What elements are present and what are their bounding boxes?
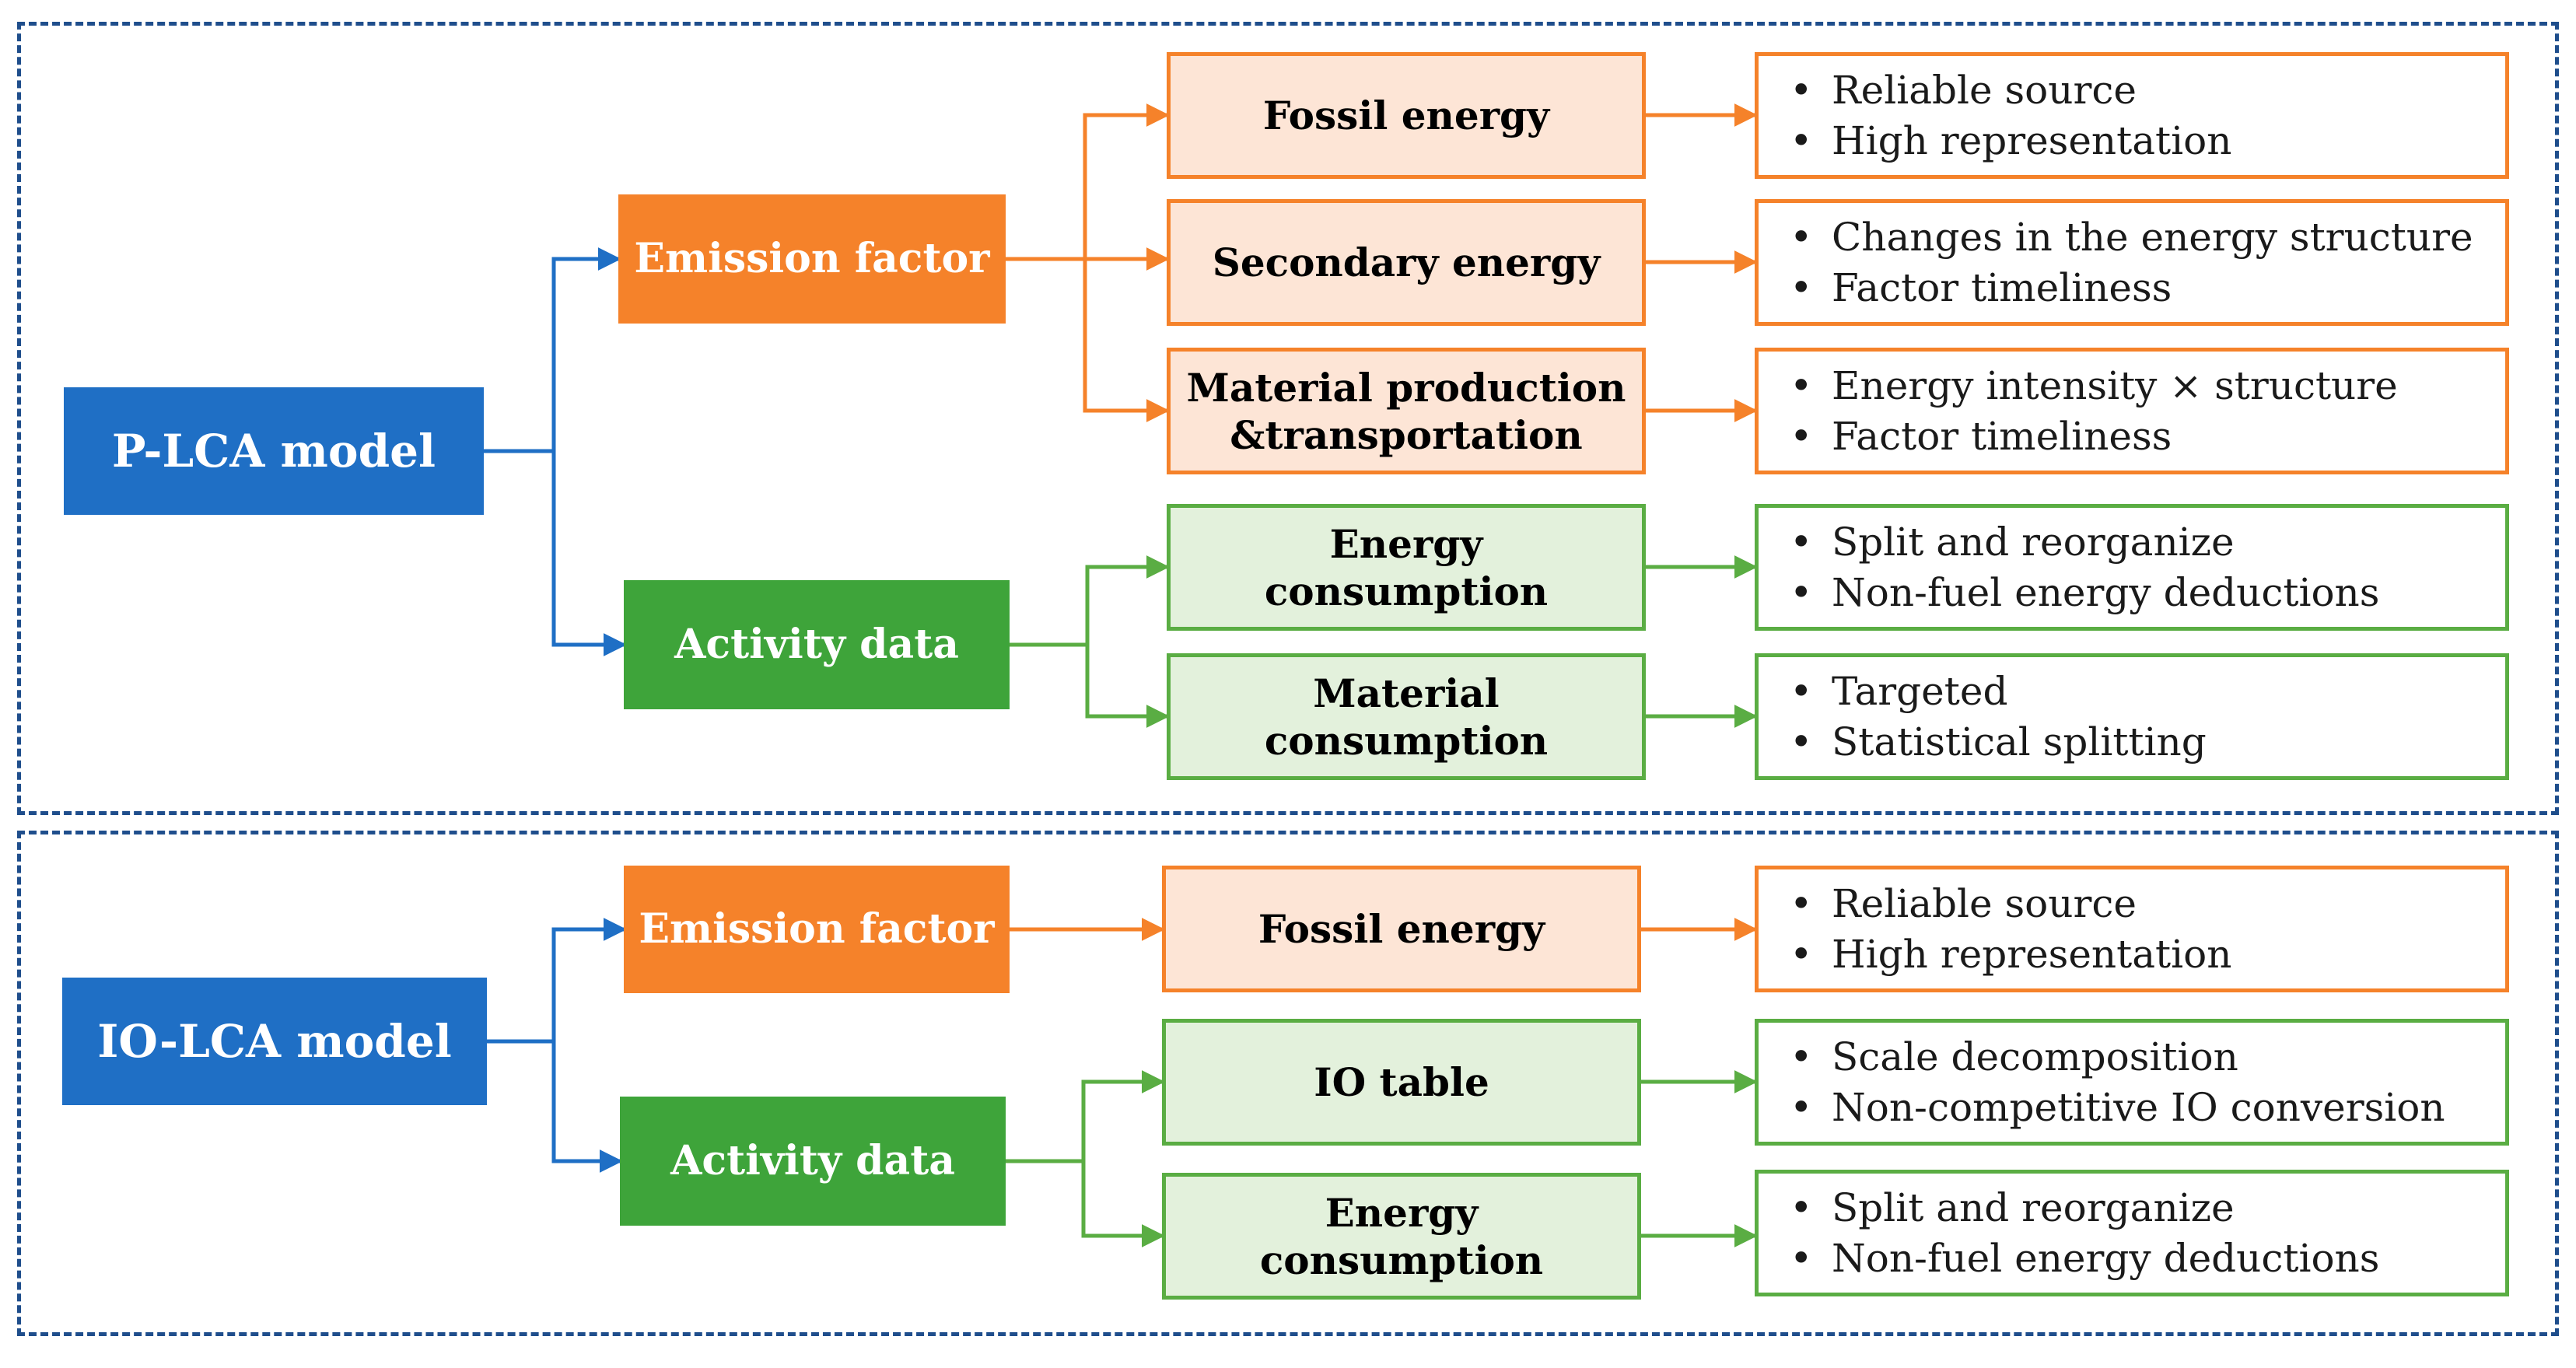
connector-arrow — [1083, 259, 1170, 422]
p-lca-energy-consumption-detail-box: Split and reorganize Non-fuel energy ded… — [1755, 504, 2509, 631]
io-lca-panel — [17, 831, 2559, 1336]
detail-bullet: Reliable source — [1788, 65, 2231, 116]
detail-bullet: Non-fuel energy deductions — [1788, 1233, 2379, 1284]
detail-bullet: Statistical splitting — [1788, 717, 2207, 768]
p-lca-fossil-detail-list: Reliable source High representation — [1788, 65, 2231, 166]
p-lca-panel — [17, 22, 2559, 815]
p-lca-material-production-detail-box: Energy intensity × structure Factor time… — [1755, 348, 2509, 474]
connector-arrow — [1010, 555, 1170, 647]
p-lca-energy-consumption-box: Energy consumption — [1167, 504, 1646, 631]
io-lca-fossil-detail-list: Reliable source High representation — [1788, 879, 2231, 980]
detail-bullet: Changes in the energy structure — [1788, 212, 2473, 263]
detail-bullet: Split and reorganize — [1788, 1183, 2379, 1233]
io-lca-io-table-detail-list: Scale decomposition Non-competitive IO c… — [1788, 1032, 2445, 1133]
io-lca-io-table-detail-box: Scale decomposition Non-competitive IO c… — [1755, 1019, 2509, 1146]
detail-bullet: Split and reorganize — [1788, 517, 2379, 568]
detail-bullet: Targeted — [1788, 667, 2207, 717]
io-lca-energy-consumption-box: Energy consumption — [1162, 1173, 1641, 1300]
detail-bullet: Non-competitive IO conversion — [1788, 1083, 2445, 1133]
connector-arrow — [1085, 645, 1170, 728]
p-lca-material-production-detail-list: Energy intensity × structure Factor time… — [1788, 361, 2398, 462]
io-lca-fossil-energy-label: Fossil energy — [1258, 906, 1545, 952]
p-lca-secondary-energy-box: Secondary energy — [1167, 199, 1646, 326]
detail-bullet: Reliable source — [1788, 879, 2231, 929]
detail-bullet: High representation — [1788, 929, 2231, 980]
connector-arrow — [1006, 1070, 1165, 1163]
io-lca-energy-consumption-detail-box: Split and reorganize Non-fuel energy ded… — [1755, 1170, 2509, 1296]
p-lca-secondary-detail-list: Changes in the energy structure Factor t… — [1788, 212, 2473, 313]
p-lca-material-consumption-box: Material consumption — [1167, 653, 1646, 780]
connector-arrow — [1081, 1161, 1165, 1247]
p-lca-activity-data-box: Activity data — [624, 580, 1010, 709]
p-lca-material-consumption-detail-box: Targeted Statistical splitting — [1755, 653, 2509, 780]
io-lca-activity-data-box: Activity data — [620, 1097, 1006, 1226]
p-lca-secondary-detail-box: Changes in the energy structure Factor t… — [1755, 199, 2509, 326]
p-lca-fossil-energy-label: Fossil energy — [1262, 93, 1550, 138]
p-lca-model-box: P-LCA model — [64, 387, 484, 515]
detail-bullet: Factor timeliness — [1788, 411, 2398, 462]
io-lca-emission-factor-box: Emission factor — [624, 866, 1010, 993]
connector-arrow — [487, 918, 627, 1044]
p-lca-material-consumption-detail-list: Targeted Statistical splitting — [1788, 667, 2207, 768]
p-lca-energy-consumption-detail-list: Split and reorganize Non-fuel energy ded… — [1788, 517, 2379, 618]
p-lca-energy-consumption-label: Energy consumption — [1264, 520, 1549, 614]
io-lca-energy-consumption-detail-list: Split and reorganize Non-fuel energy ded… — [1788, 1183, 2379, 1284]
p-lca-material-production-box: Material production &transportation — [1167, 348, 1646, 474]
detail-bullet: Non-fuel energy deductions — [1788, 568, 2379, 618]
connector-arrow — [551, 451, 627, 656]
io-lca-io-table-box: IO table — [1162, 1019, 1641, 1146]
connector-arrow — [484, 247, 621, 453]
io-lca-io-table-label: IO table — [1314, 1059, 1489, 1105]
io-lca-fossil-energy-box: Fossil energy — [1162, 866, 1641, 992]
p-lca-fossil-detail-box: Reliable source High representation — [1755, 52, 2509, 179]
io-lca-fossil-detail-box: Reliable source High representation — [1755, 866, 2509, 992]
detail-bullet: Energy intensity × structure — [1788, 361, 2398, 411]
detail-bullet: Scale decomposition — [1788, 1032, 2445, 1083]
connector-arrow — [1006, 103, 1170, 261]
io-lca-model-box: IO-LCA model — [62, 978, 487, 1105]
io-lca-energy-consumption-label: Energy consumption — [1259, 1189, 1544, 1283]
connector-arrow — [551, 1041, 623, 1173]
p-lca-secondary-energy-label: Secondary energy — [1212, 240, 1601, 285]
p-lca-material-consumption-label: Material consumption — [1264, 670, 1549, 764]
p-lca-emission-factor-box: Emission factor — [618, 194, 1006, 324]
detail-bullet: Factor timeliness — [1788, 263, 2473, 313]
p-lca-fossil-energy-box: Fossil energy — [1167, 52, 1646, 179]
p-lca-material-production-label: Material production &transportation — [1186, 364, 1626, 458]
detail-bullet: High representation — [1788, 116, 2231, 166]
